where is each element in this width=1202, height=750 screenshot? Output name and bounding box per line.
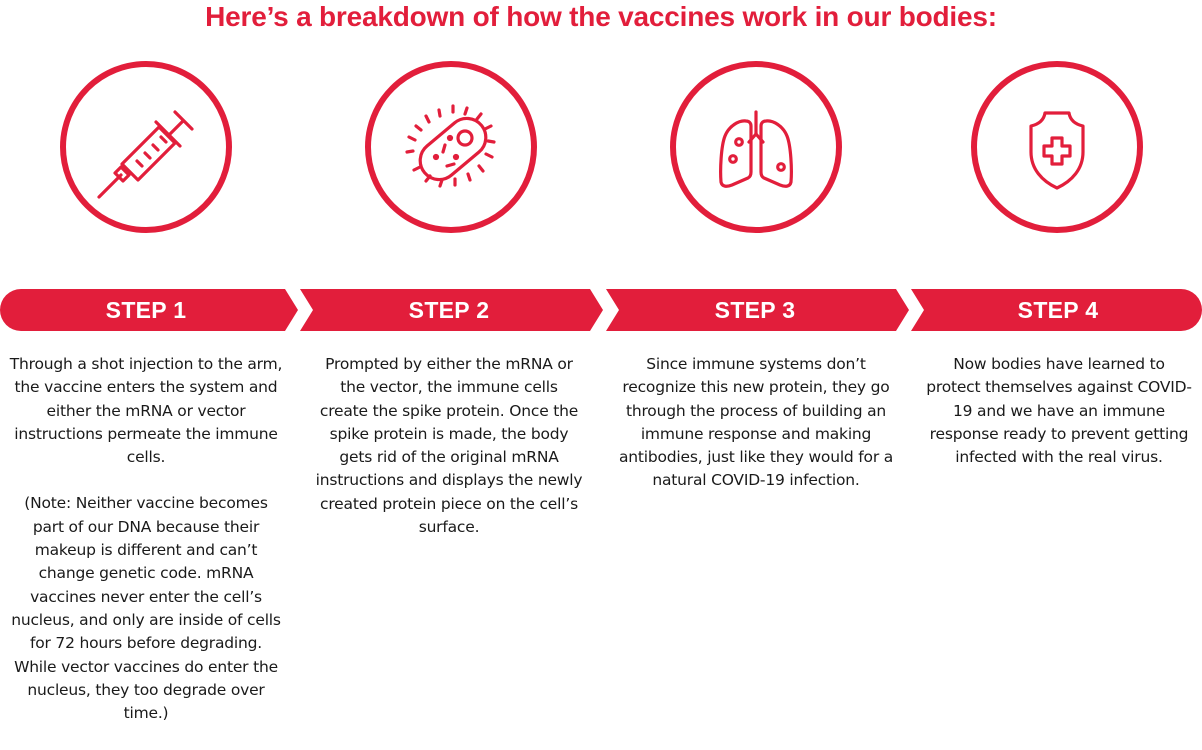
lungs-icon: [670, 61, 842, 233]
step-2-icon-circle: [364, 60, 538, 234]
step-4-paragraph: Now bodies have learned to protect thems…: [926, 355, 1192, 467]
step-3-label: STEP 3: [714, 297, 796, 323]
steps-bar: STEP 1 STEP 2 STEP 3 STEP 4: [0, 289, 1202, 331]
step-1-note: (Note: Neither vaccine becomes part of o…: [11, 494, 281, 723]
step-2-paragraph: Prompted by either the mRNA or the vecto…: [315, 355, 583, 537]
step-4-icon-circle: [970, 60, 1144, 234]
step-4-label: STEP 4: [1017, 297, 1099, 323]
step-1-segment: [0, 289, 298, 331]
step-3-segment: [606, 289, 909, 331]
syringe-icon: [60, 61, 232, 233]
step-4-segment: [911, 289, 1202, 331]
step-4-description: Now bodies have learned to protect thems…: [926, 353, 1192, 469]
step-3-description: Since immune systems don’t recognize thi…: [610, 353, 902, 493]
step-3-paragraph: Since immune systems don’t recognize thi…: [618, 355, 894, 490]
step-2-description: Prompted by either the mRNA or the vecto…: [314, 353, 584, 539]
step-1-description: Through a shot injection to the arm, the…: [8, 353, 284, 725]
step-2-segment: [300, 289, 603, 331]
step-1-label: STEP 1: [105, 297, 187, 323]
step-3-icon-circle: [669, 60, 843, 234]
shield-cross-icon: [971, 61, 1143, 233]
bacteria-cell-icon: [365, 61, 537, 233]
steps-bar-background: [0, 289, 1202, 331]
step-2-label: STEP 2: [408, 297, 490, 323]
step-1-icon-circle: [59, 60, 233, 234]
page-title: Here’s a breakdown of how the vaccines w…: [205, 1, 997, 32]
step-1-paragraph: Through a shot injection to the arm, the…: [9, 355, 283, 467]
